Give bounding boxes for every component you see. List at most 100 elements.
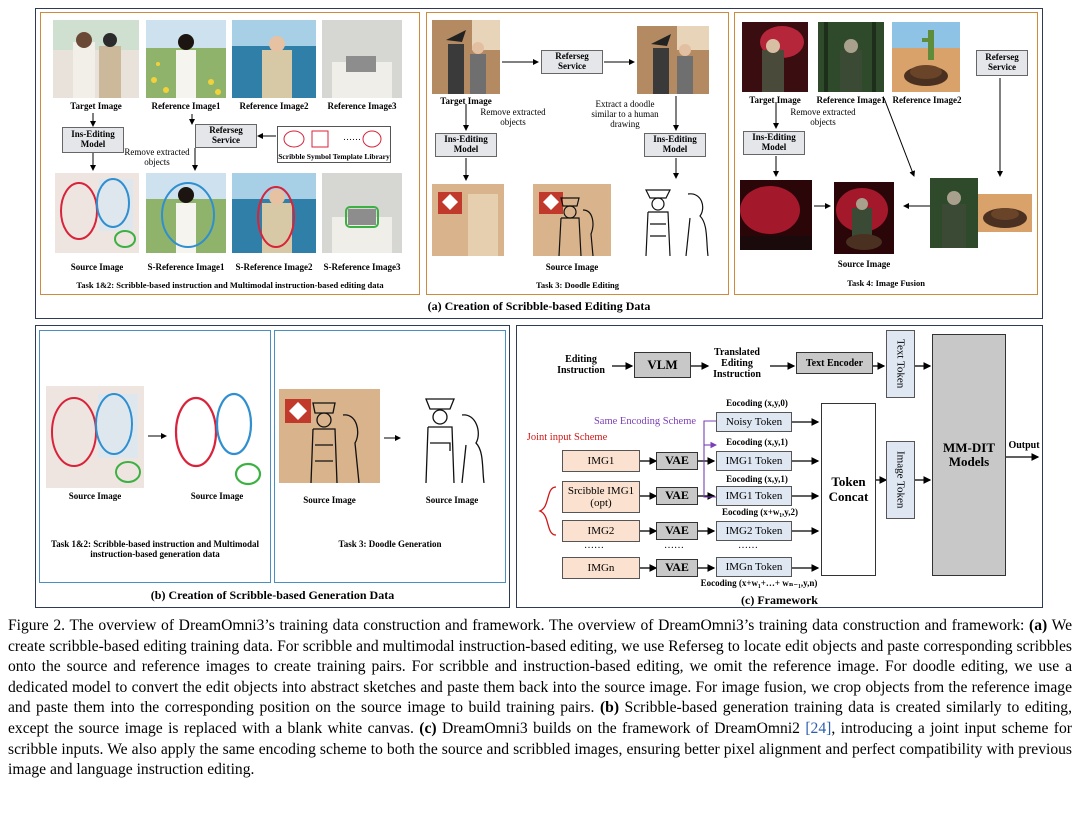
task4-source-image [834, 182, 894, 254]
task12-title: Task 1&2: Scribble-based instruction and… [76, 280, 384, 290]
gen-left-title: Task 1&2: Scribble-based instruction and… [51, 539, 259, 559]
encoding-1b: Eocoding (x,y,1) [726, 474, 788, 484]
encoding-n: Eocoding (x+w₁+…+ wₙ₋₁,y,n) [700, 578, 818, 588]
caption-lead: Figure 2. The overview of DreamOmni3’s t… [8, 617, 1030, 634]
editing-instruction-label: Editing Instruction [557, 354, 605, 376]
s-reference-image1 [146, 173, 226, 253]
s-reference-image2-label: S-Reference Image2 [235, 262, 313, 272]
text-encoder-box: Text Encoder [796, 352, 873, 374]
task3-extract-text: Extract a doodle similar to a human draw… [591, 99, 659, 129]
caption-c-text1: DreamOmni3 builds on the framework of Dr… [436, 719, 806, 737]
gen-doodle-canvas [404, 389, 500, 483]
dots-token: …… [738, 540, 758, 551]
target-image [53, 20, 139, 98]
gen-arrow-right [384, 435, 401, 441]
imgn-box: IMGn [562, 557, 640, 579]
img1-box: IMG1 [562, 450, 640, 472]
task3-title: Task 3: Doodle Editing [535, 280, 620, 290]
output-label: Output [1008, 440, 1040, 451]
imgn-token-box: IMGn Token [716, 557, 792, 577]
citation-link[interactable]: [24] [805, 719, 832, 737]
s-reference-image3 [322, 173, 402, 253]
joint-scheme-label: Joint input Scheme [526, 432, 608, 443]
encoding-1a: Eocoding (x,y,1) [726, 437, 788, 447]
panel-c [516, 325, 1043, 608]
translated-instruction-label: Translated Editing Instruction [713, 347, 761, 380]
task4-panel [734, 12, 1038, 295]
caption-c-text2: , introducing a joint input scheme for s… [8, 719, 1072, 779]
task12-arrows [90, 113, 276, 171]
task3-removed-image [432, 184, 504, 256]
ins-editing-model-box: Ins-Editing Model [62, 127, 124, 153]
encoding-0: Eocoding (x,y,0) [726, 398, 788, 408]
library-label: Scribble Symbol Template Library [278, 152, 390, 161]
task4-ref1-label: Reference Image1 [816, 95, 886, 105]
task3-source-label: Source Image [545, 262, 599, 272]
task3-extracted-image [637, 26, 709, 94]
gen-right-title: Task 3: Doodle Generation [338, 539, 442, 549]
task4-cropped-person [930, 178, 978, 248]
reference-image1-label: Reference Image1 [151, 101, 221, 111]
task3-target-image [432, 20, 500, 94]
task4-source-label: Source Image [837, 259, 891, 269]
img2-box: IMG2 [562, 520, 640, 542]
caption-b-tag: (b) [599, 699, 620, 717]
caption-c-tag: (c) [419, 719, 437, 737]
s-reference-image1-label: S-Reference Image1 [147, 262, 225, 272]
task4-reference-image1 [818, 22, 884, 92]
img2-token-box: IMG2 Token [716, 521, 792, 541]
referseg-service-box: Referseg Service [195, 124, 257, 148]
task4-referseg-box: Referseg Service [976, 50, 1028, 76]
task12-panel [40, 12, 420, 295]
encoding-2: Eocoding (x+w₁,y,2) [721, 507, 799, 517]
vlm-box: VLM [634, 352, 691, 378]
task4-removed-image [740, 180, 812, 250]
img1-token-box: IMG1 Token [716, 451, 792, 471]
target-image-label: Target Image [70, 101, 122, 111]
source-image-label: Source Image [70, 262, 124, 272]
reference-image2 [232, 20, 316, 98]
reference-image3-label: Reference Image3 [327, 101, 397, 111]
figure-caption: Figure 2. The overview of DreamOmni3’s t… [8, 616, 1072, 781]
source-image [55, 173, 139, 253]
library-dots: …… [343, 132, 361, 142]
task3-ins-model-left: Ins-Editing Model [435, 133, 497, 157]
dots-vae: …… [664, 540, 684, 551]
same-encoding-label: Same Encoding Scheme [593, 416, 697, 427]
task3-arrows [463, 59, 679, 181]
reference-image3 [322, 20, 402, 98]
s-reference-image3-label: S-Reference Image3 [323, 262, 401, 272]
img1-token-box-2: IMG1 Token [716, 486, 792, 506]
task4-title: Task 4: Image Fusion [847, 278, 925, 288]
task4-target-label: Target Image [749, 95, 801, 105]
task4-remove-text: Remove extracted objects [790, 107, 856, 127]
task3-referseg-box: Referseg Service [541, 50, 603, 74]
panel-a [35, 8, 1043, 319]
caption-b-text: Scribble-based generation training data … [8, 699, 1073, 737]
scribble-library [277, 126, 391, 163]
gen-scribble-canvas [170, 386, 264, 488]
panel-c-title: (c) Framework [741, 593, 818, 607]
s-reference-image2 [232, 173, 316, 253]
task4-ref2-label: Reference Image2 [892, 95, 962, 105]
panel-b [35, 325, 510, 608]
token-concat-box: Token Concat [821, 403, 876, 576]
gen-source-image [46, 386, 144, 488]
gen-arrow-left [148, 433, 167, 439]
gen-left-src1: Source Image [68, 491, 122, 501]
panel-b-right [274, 330, 506, 583]
dots-img: …… [584, 540, 604, 551]
image-token-box: Image Token [886, 441, 915, 519]
gen-left-src2: Source Image [190, 491, 244, 501]
caption-a-text: We create scribble-based editing trainin… [8, 617, 1073, 717]
task3-doodle [645, 189, 709, 256]
task3-target-label: Target Image [440, 96, 492, 106]
framework-lines [538, 362, 1040, 572]
task4-reference-image2 [892, 22, 960, 92]
scribble-template-icons [283, 130, 382, 148]
task4-target-image [742, 22, 808, 92]
noisy-token-box: Noisy Token [716, 412, 792, 432]
caption-a-tag: (a) [1029, 617, 1048, 634]
vae-box-n: VAE [656, 559, 698, 577]
vae-box-3: VAE [656, 522, 698, 540]
